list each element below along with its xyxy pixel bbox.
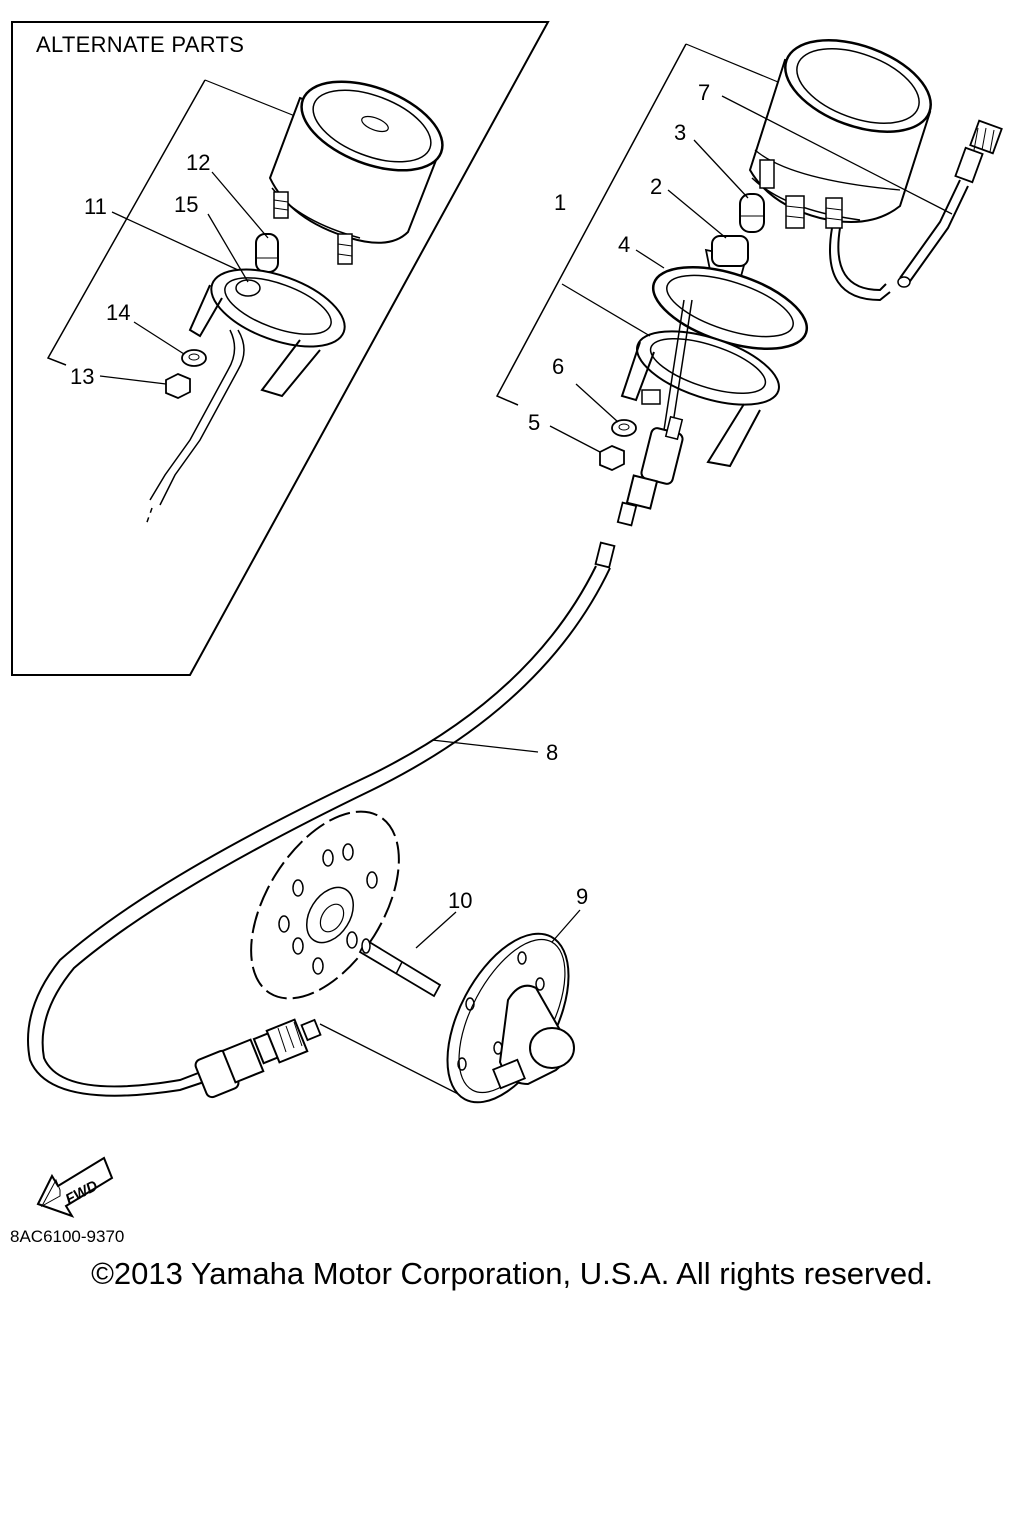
alt-bracket [46,79,206,366]
callout-10: 10 [448,888,472,913]
bulb [739,193,765,233]
callout-1: 1 [554,190,566,215]
callout-9: 9 [576,884,588,909]
alt-bulb-socket [235,279,261,297]
main-speedometer-gauge [748,39,932,229]
callout-14: 14 [106,300,130,325]
alt-mounting-bracket [188,268,346,398]
lamp-wire-loop [829,227,891,302]
copyright-notice: ©2013 Yamaha Motor Corporation, U.S.A. A… [91,1256,933,1291]
callout-6: 6 [552,354,564,379]
cable-drive-end [194,1018,322,1099]
callout-4: 4 [618,232,630,257]
gauge-bracket [620,330,780,468]
lead-wire-connector [616,299,693,527]
callout-8: 8 [546,740,558,765]
main-bracket [495,43,687,406]
speedometer-cable [27,541,616,1101]
callout-12: 12 [186,150,210,175]
callout-3: 3 [674,120,686,145]
main-assembly [495,39,1003,527]
callout-11: 11 [84,194,107,219]
fwd-arrow-icon: FWD [36,1156,114,1218]
drive-shaft [358,938,442,998]
alternate-parts-frame [11,21,550,676]
rotor-disk [250,810,400,1000]
alt-bulb [255,233,279,273]
alt-speedometer-gauge [268,80,444,265]
washer [611,419,637,437]
alt-nut [165,373,191,399]
drawing-code: 8AC6100-9370 [10,1227,124,1246]
sender-lead [897,119,1003,288]
speedometer-gear-unit [446,932,575,1104]
callouts: 12 15 11 14 13 7 3 2 1 4 6 5 8 10 9 [70,80,710,913]
callout-7: 7 [698,80,710,105]
callout-2: 2 [650,174,662,199]
alternate-parts-panel: ALTERNATE PARTS [11,21,550,676]
callout-13: 13 [70,364,94,389]
callout-5: 5 [528,410,540,435]
alternate-parts-title: ALTERNATE PARTS [36,32,244,57]
leader-lines [99,95,953,949]
alt-lead-wire [159,329,245,506]
alt-washer [181,349,207,367]
callout-15: 15 [174,192,198,217]
bulb-socket [704,235,749,282]
nut [599,445,625,471]
